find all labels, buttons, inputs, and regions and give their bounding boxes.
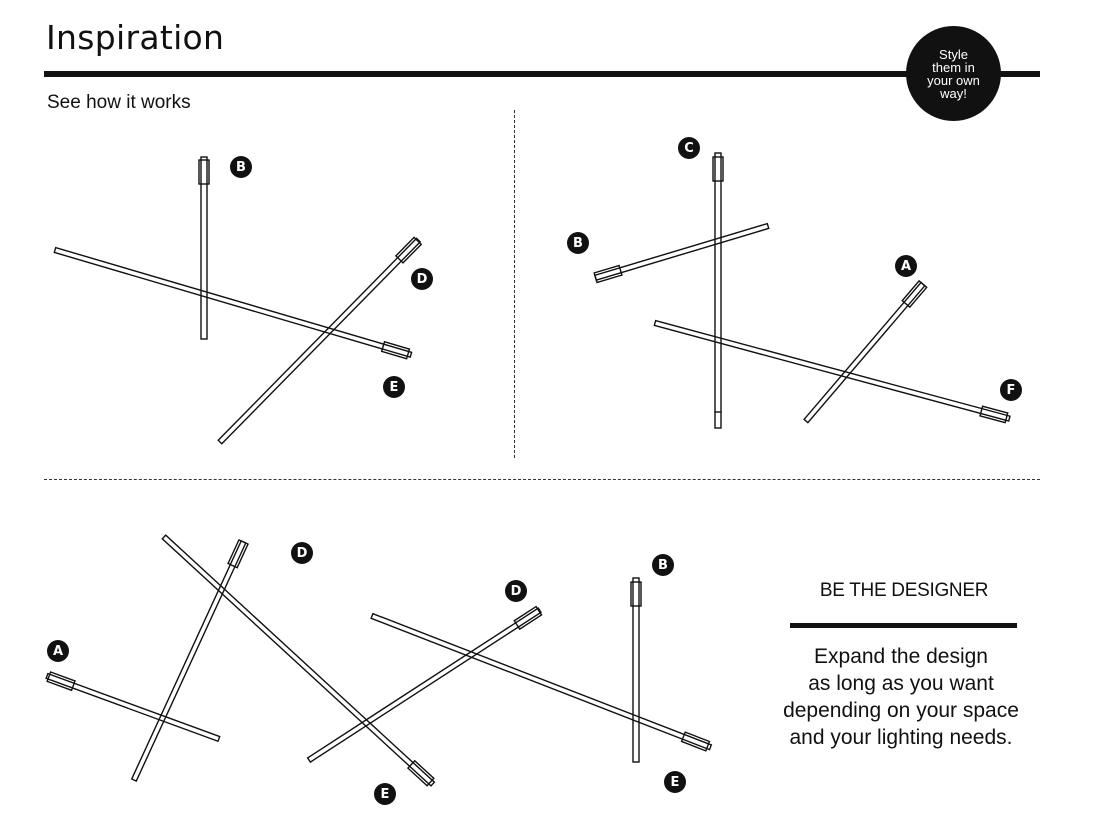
panel-top-right-rods <box>593 152 1011 429</box>
rod <box>53 246 413 360</box>
page-title: Inspiration <box>46 18 225 57</box>
horizontal-divider <box>44 479 1040 480</box>
label-a-marker: A <box>47 640 69 662</box>
label-b-marker: B <box>567 232 589 254</box>
label-d-marker: D <box>505 580 527 602</box>
rod <box>217 236 423 445</box>
badge-line: your own <box>927 72 980 88</box>
panel-bottom-rods <box>45 534 713 787</box>
badge-line: way! <box>940 85 967 101</box>
label-b-marker: B <box>230 156 252 178</box>
title-divider <box>44 71 1040 77</box>
label-e-marker: E <box>374 783 396 805</box>
rod <box>198 156 210 340</box>
rod <box>370 612 713 752</box>
label-b-marker: B <box>652 554 674 576</box>
badge-line: them in <box>932 59 975 75</box>
label-e-marker: E <box>664 771 686 793</box>
designer-line: depending on your space <box>783 699 1019 722</box>
badge-line: Style <box>939 46 968 62</box>
designer-line: as long as you want <box>808 672 994 695</box>
designer-divider <box>790 623 1017 628</box>
rod <box>653 319 1011 424</box>
rod <box>306 605 543 764</box>
panel-top-left-rods <box>53 156 423 445</box>
rod <box>161 534 436 787</box>
style-badge: Style them in your own way! <box>906 26 1001 121</box>
page-subtitle: See how it works <box>47 92 191 113</box>
designer-line: Expand the design <box>814 645 988 668</box>
label-c-marker: C <box>678 137 700 159</box>
rod <box>803 279 928 424</box>
label-d-marker: D <box>411 268 433 290</box>
rod <box>45 671 221 743</box>
vertical-divider <box>514 110 515 458</box>
rod <box>630 577 642 763</box>
rod <box>130 538 249 782</box>
label-d-marker: D <box>291 542 313 564</box>
designer-description: Expand the design as long as you want de… <box>765 643 1037 751</box>
label-a-marker: A <box>895 255 917 277</box>
rod <box>593 222 770 284</box>
designer-line: and your lighting needs. <box>789 726 1013 749</box>
label-e-marker: E <box>383 376 405 398</box>
label-f-marker: F <box>1000 379 1022 401</box>
designer-heading: BE THE DESIGNER <box>819 580 989 601</box>
rod <box>712 152 724 429</box>
